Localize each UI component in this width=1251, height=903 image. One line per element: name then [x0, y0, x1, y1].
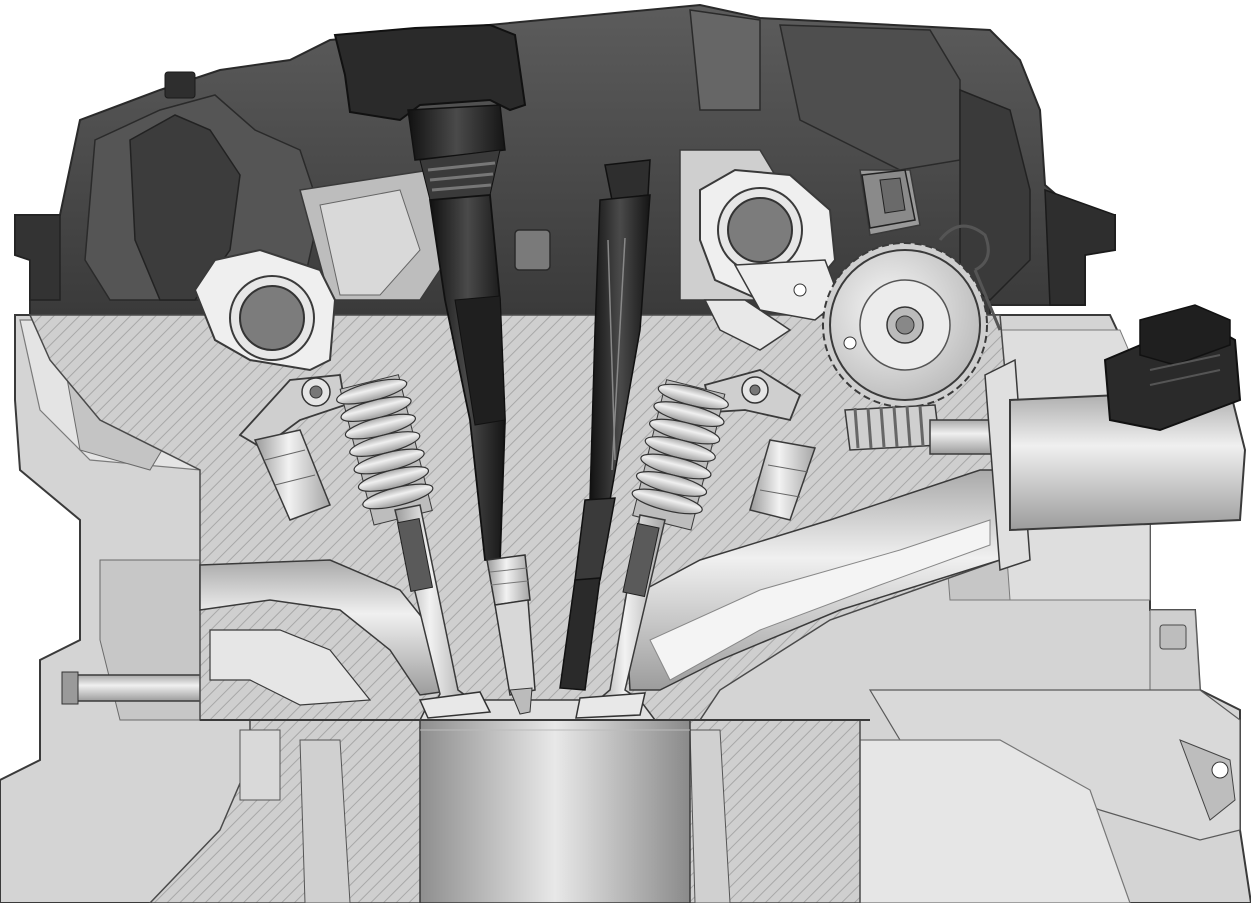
exhaust-port [624, 469, 1001, 691]
ignition-coil [333, 23, 527, 561]
exhaust-camshaft [699, 168, 841, 351]
exhaust-valve-spring [631, 379, 729, 531]
exhaust-rocker-arm [703, 369, 802, 422]
fuel-injector [559, 159, 651, 691]
worm-gear [844, 404, 1001, 455]
servo-motor [984, 304, 1247, 572]
exhaust-lash-adjuster [749, 439, 816, 521]
exhaust-valve [575, 514, 666, 719]
intake-lash-adjuster [253, 429, 331, 521]
position-sensor [861, 169, 916, 229]
intake-valve [394, 504, 492, 719]
intake-port [199, 559, 456, 706]
eccentric-shaft-gear [822, 242, 988, 408]
intake-valve-spring [336, 374, 434, 526]
torsion-spring [938, 224, 1002, 331]
intake-camshaft [193, 248, 337, 372]
spark-plug [486, 554, 536, 715]
cylinder-bore [418, 699, 691, 903]
valve-cover [14, 3, 1116, 316]
